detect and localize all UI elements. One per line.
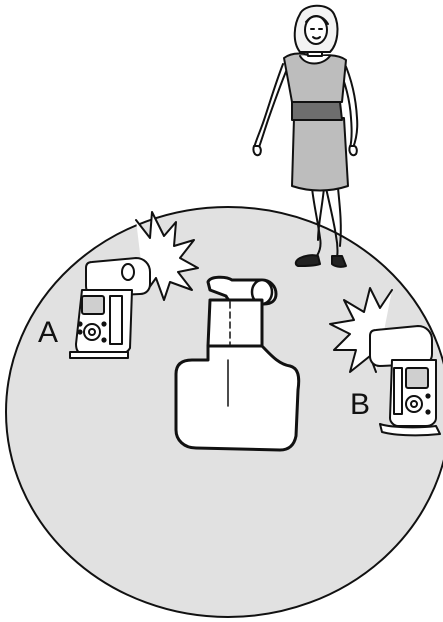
flash-b-label: B <box>350 388 370 421</box>
flash-a-label: A <box>38 316 58 349</box>
